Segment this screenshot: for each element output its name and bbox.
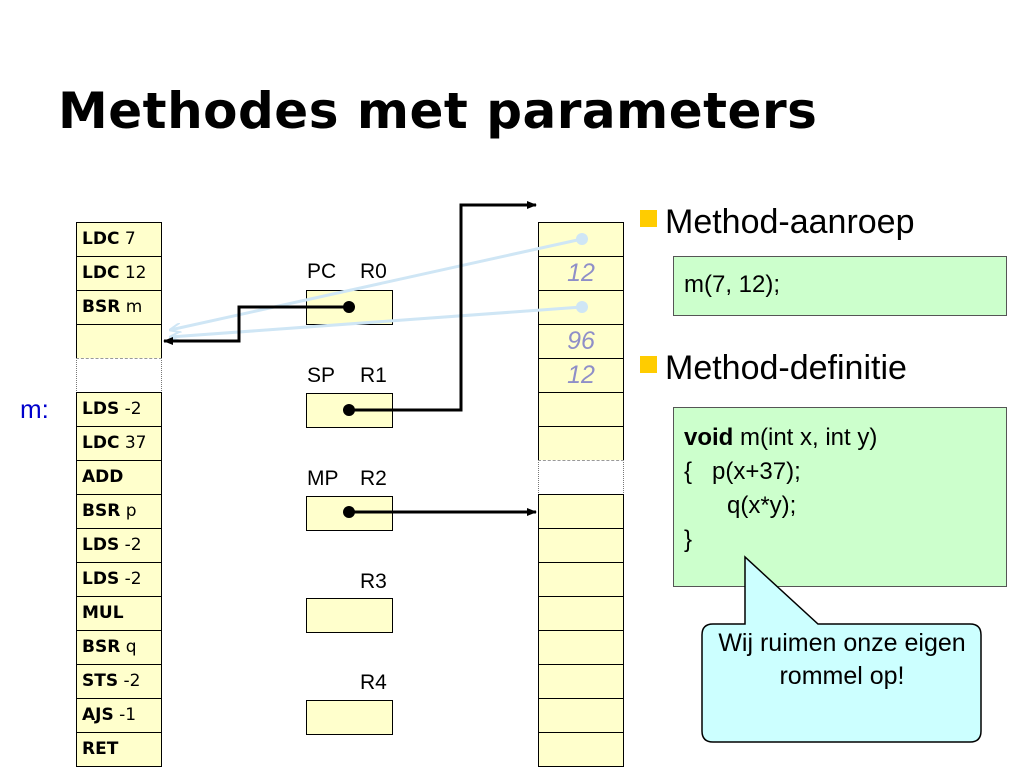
- sp-arrow: [349, 201, 537, 412]
- call-code-box: m(7, 12);: [673, 256, 1007, 316]
- register-r3: [306, 598, 393, 633]
- return-address-arrow-2: [170, 305, 583, 337]
- reg-r0-name: R0: [360, 260, 387, 283]
- instruction-argument: 12: [124, 263, 147, 283]
- instruction-argument: m: [125, 297, 143, 317]
- bullet-method-call: Method-aanroep: [640, 203, 915, 242]
- instruction-opcode: MUL: [82, 603, 124, 623]
- call-code-text: m(7, 12);: [684, 271, 781, 298]
- pc-dot: [343, 301, 355, 313]
- reg-r2-name: R2: [360, 467, 387, 490]
- code-cell: RET: [76, 732, 162, 767]
- bullet-method-definition: Method-definitie: [640, 349, 907, 388]
- memory-value: 12: [567, 259, 595, 287]
- code-cell: MUL: [76, 596, 162, 631]
- bullet-square-icon: [640, 356, 657, 373]
- instruction-opcode: LDS: [82, 569, 120, 589]
- memory-cell: [538, 460, 624, 495]
- definition-line-4: }: [684, 526, 693, 553]
- slide-title: Methodes met parameters: [58, 82, 818, 140]
- instruction-opcode: RET: [82, 739, 119, 759]
- instruction-argument: -2: [124, 535, 142, 555]
- pc-arrow: [163, 305, 349, 345]
- reg-r1-name: R1: [360, 364, 387, 387]
- pale-dot-1: [576, 233, 588, 245]
- memory-value: 96: [567, 327, 595, 355]
- definition-line-2: { p(x+37);: [684, 458, 801, 485]
- instruction-opcode: AJS: [82, 705, 114, 725]
- instruction-argument: q: [125, 637, 137, 657]
- reg-r4-name: R4: [360, 671, 387, 694]
- code-cell: LDC 37: [76, 426, 162, 461]
- code-cell: STS -2: [76, 664, 162, 699]
- definition-signature: m(int x, int y): [733, 424, 878, 451]
- code-cell: LDS -2: [76, 392, 162, 427]
- instruction-argument: -1: [119, 705, 137, 725]
- callout-bubble: [701, 555, 982, 743]
- reg-mp-alias: MP: [307, 467, 339, 490]
- bullet-method-call-text: Method-aanroep: [665, 203, 915, 241]
- instruction-opcode: LDS: [82, 535, 120, 555]
- mp-dot: [343, 506, 355, 518]
- instruction-argument: -2: [124, 399, 142, 419]
- instruction-opcode: LDC: [82, 263, 120, 283]
- instruction-opcode: STS: [82, 671, 119, 691]
- callout-text: Wij ruimen onze eigen rommel op!: [718, 629, 966, 690]
- bullet-method-definition-text: Method-definitie: [665, 349, 907, 387]
- code-cell: BSR m: [76, 290, 162, 325]
- instruction-opcode: BSR: [82, 637, 121, 657]
- instruction-opcode: BSR: [82, 297, 121, 317]
- memory-value: 12: [567, 361, 595, 389]
- code-cell: [76, 324, 162, 359]
- instruction-opcode: LDC: [82, 433, 120, 453]
- memory-cell: [538, 732, 624, 767]
- instruction-argument: -2: [124, 569, 142, 589]
- instruction-argument: p: [125, 501, 137, 521]
- reg-sp-alias: SP: [307, 364, 336, 387]
- reg-pc-alias: PC: [307, 260, 337, 283]
- code-cell: LDS -2: [76, 528, 162, 563]
- memory-cell: [538, 392, 624, 427]
- definition-line-3: q(x*y);: [727, 492, 797, 519]
- label-m: m:: [20, 394, 49, 424]
- sp-dot: [343, 404, 355, 416]
- instruction-opcode: BSR: [82, 501, 121, 521]
- code-cell: LDS -2: [76, 562, 162, 597]
- memory-cell: [538, 528, 624, 563]
- pale-dot-2: [576, 301, 588, 313]
- instruction-argument: -2: [123, 671, 141, 691]
- code-cell: LDC 12: [76, 256, 162, 291]
- code-cell: BSR q: [76, 630, 162, 665]
- instruction-opcode: LDC: [82, 229, 120, 249]
- memory-cell: [538, 494, 624, 529]
- code-cell: ADD: [76, 460, 162, 495]
- instruction-argument: 7: [124, 229, 136, 249]
- return-address-arrow-1: [170, 237, 583, 330]
- memory-cell: [538, 426, 624, 461]
- memory-cell: [538, 596, 624, 631]
- reg-r3-name: R3: [360, 570, 387, 593]
- definition-code-box: void m(int x, int y) { p(x+37); q(x*y); …: [673, 407, 1007, 587]
- definition-line-1: void m(int x, int y): [684, 424, 877, 452]
- instruction-opcode: ADD: [82, 467, 124, 487]
- register-r4: [306, 700, 393, 735]
- bullet-square-icon: [640, 210, 657, 227]
- void-keyword: void: [684, 424, 734, 451]
- code-cell: BSR p: [76, 494, 162, 529]
- instruction-opcode: LDS: [82, 399, 120, 419]
- instruction-argument: 37: [124, 433, 147, 453]
